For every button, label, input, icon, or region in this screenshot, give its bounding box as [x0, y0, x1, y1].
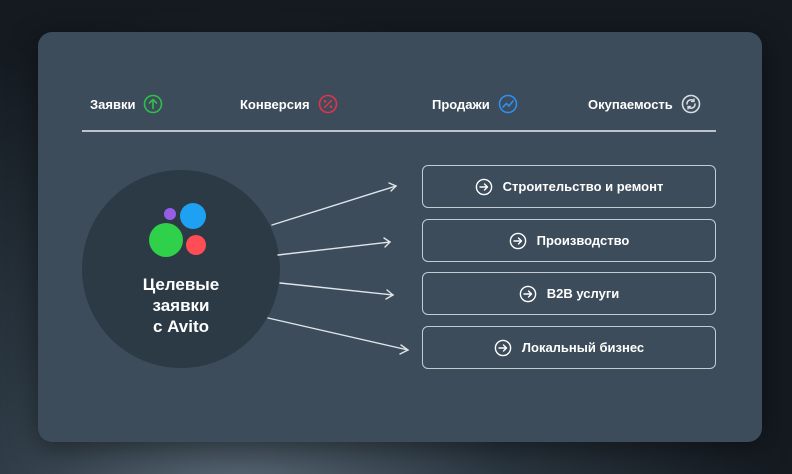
arrow-right-circle-icon	[494, 339, 512, 356]
target-b2b: B2B услуги	[422, 272, 716, 315]
arrow-right-circle-icon	[509, 232, 526, 249]
refresh-circle-icon	[681, 94, 701, 114]
target-local-business: Локальный бизнес	[422, 326, 716, 369]
metric-requests-label: Заявки	[90, 96, 136, 112]
hub-title: Целевые заявки с Avito	[82, 274, 280, 337]
hub-title-line-2: заявки	[152, 296, 210, 315]
target-construction: Строительство и ремонт	[422, 165, 716, 208]
target-manufacturing: Производство	[422, 219, 716, 262]
trend-line-circle-icon	[498, 94, 518, 114]
metric-conversion-label: Конверсия	[240, 96, 310, 112]
hub-title-line-3: с Avito	[152, 317, 210, 336]
metric-requests: Заявки	[90, 94, 163, 114]
percent-circle-icon	[318, 94, 337, 114]
metric-sales-label: Продажи	[432, 96, 490, 112]
arrow-right-circle-icon	[519, 285, 537, 302]
avito-hub-circle	[82, 170, 280, 368]
avito-logo-icon	[149, 203, 206, 257]
target-construction-label: Строительство и ремонт	[502, 179, 664, 194]
arrow-to-target-1	[271, 185, 397, 226]
hub-title-line-1: Целевые	[142, 275, 220, 294]
target-b2b-label: B2B услуги	[546, 286, 620, 301]
arrow-up-circle-icon	[144, 94, 163, 114]
arrow-to-target-2	[277, 241, 391, 256]
metric-conversion: Конверсия	[240, 94, 338, 114]
metrics-divider	[82, 130, 716, 132]
metric-sales: Продажи	[432, 94, 518, 114]
arrow-to-target-3	[279, 282, 394, 296]
target-manufacturing-label: Производство	[536, 233, 630, 248]
arrow-to-target-4	[267, 317, 409, 351]
metric-payback-label: Окупаемость	[588, 96, 673, 112]
target-local-business-label: Локальный бизнес	[521, 340, 645, 355]
arrow-right-circle-icon	[475, 178, 492, 195]
metric-payback: Окупаемость	[588, 94, 701, 114]
